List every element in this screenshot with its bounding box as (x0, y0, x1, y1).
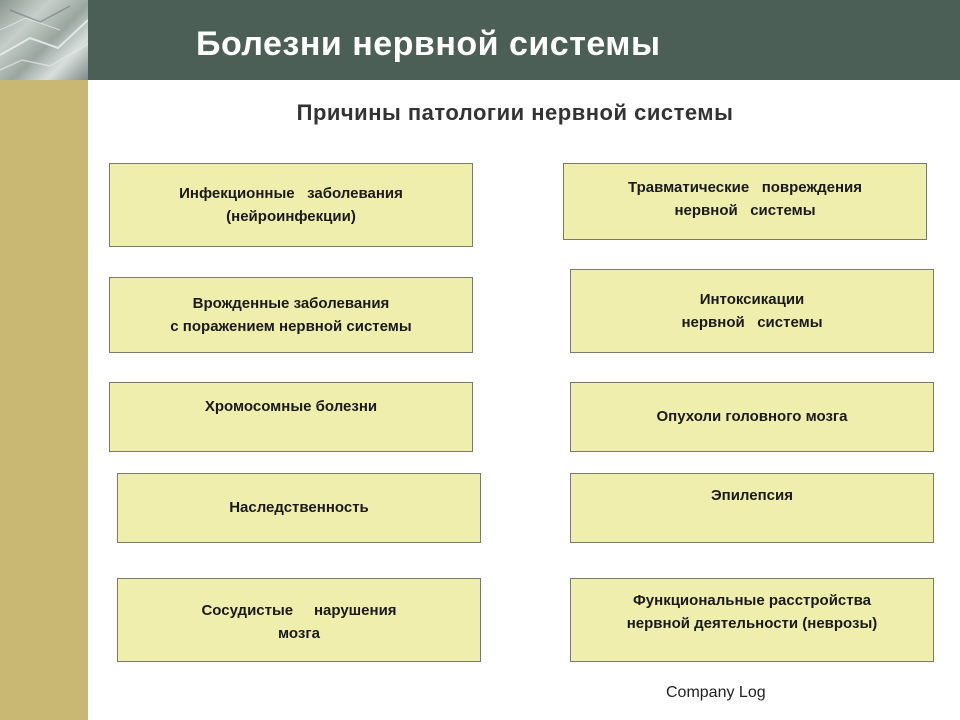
cause-line: (нейроинфекции) (226, 208, 356, 226)
cause-box-tumors: Опухоли головного мозга (570, 382, 934, 452)
cause-box-vascular: Сосудистые нарушения мозга (117, 578, 481, 662)
cause-box-congenital: Врожденные заболевания с поражением нерв… (109, 277, 473, 353)
cause-line: Функциональные расстройства (633, 592, 871, 609)
company-logo-text: Company Log (666, 684, 766, 701)
cause-box-epilepsy: Эпилепсия (570, 473, 934, 543)
left-decorative-strip (0, 80, 88, 720)
cause-line: Врожденные заболевания (192, 294, 390, 312)
cause-line: Хромосомные болезни (204, 398, 378, 415)
cause-line: с поражением нервной системы (170, 318, 412, 335)
cause-line: Эпилепсия (710, 487, 793, 504)
cause-line: Интоксикации (699, 290, 805, 308)
cause-box-infectious: Инфекционные заболевания (нейроинфекции) (109, 163, 473, 247)
header-bar (0, 0, 960, 80)
cause-line: Травматические повреждения (628, 179, 862, 196)
cause-line: мозга (278, 625, 320, 643)
cause-line: Наследственность (229, 499, 369, 517)
cause-line: Инфекционные заболевания (179, 185, 403, 202)
cause-box-chromosomal: Хромосомные болезни (109, 382, 473, 452)
cause-line: нервной системы (674, 202, 816, 220)
cause-line: нервной системы (681, 314, 823, 331)
cause-box-trauma: Травматические повреждения нервной систе… (563, 163, 927, 240)
cause-line: нервной деятельности (неврозы) (626, 615, 878, 633)
cause-box-heredity: Наследственность (117, 473, 481, 543)
cause-line: Сосудистые нарушения (201, 602, 397, 619)
cause-box-neuroses: Функциональные расстройства нервной деят… (570, 578, 934, 662)
page-title: Болезни нервной системы (196, 25, 661, 63)
header-photo-texture (0, 5, 88, 71)
subtitle: Причины патологии нервной системы (296, 100, 734, 125)
cause-box-intoxication: Интоксикации нервной системы (570, 269, 934, 353)
cause-line: Опухоли головного мозга (656, 408, 848, 426)
header-photo (0, 0, 88, 80)
